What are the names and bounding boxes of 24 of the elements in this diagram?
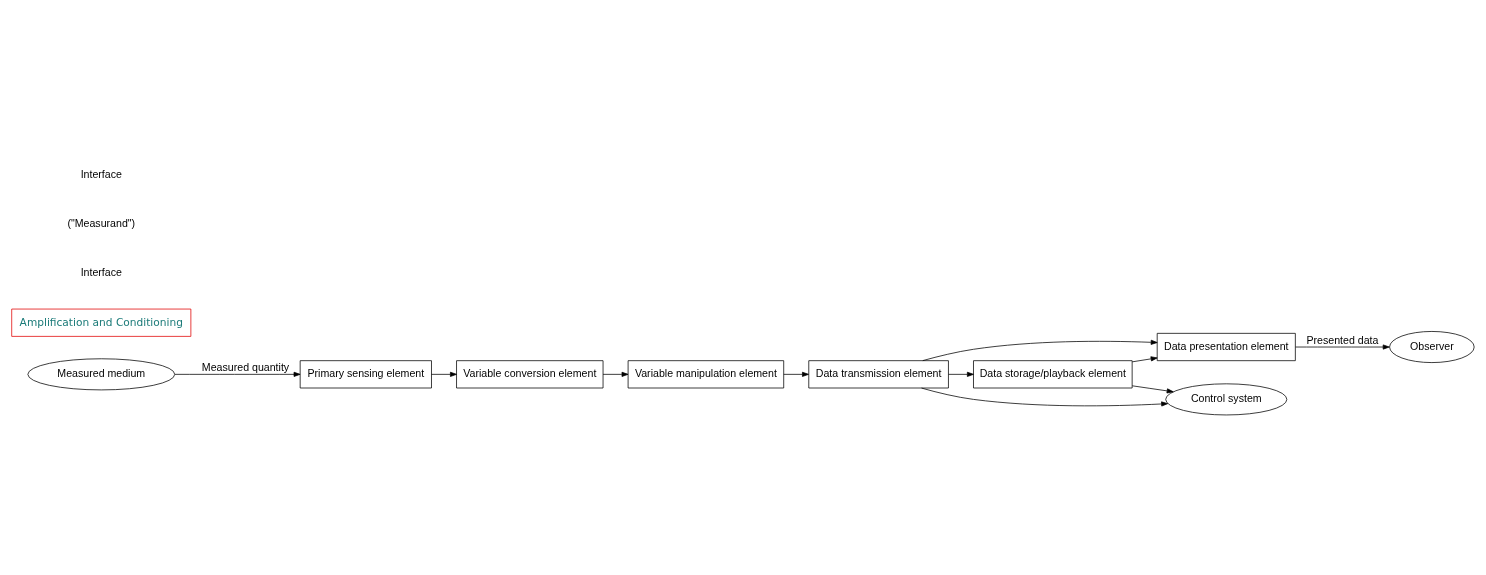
label: Interface <box>80 167 122 180</box>
arrow <box>1131 355 1158 362</box>
label: ("Measurand") <box>67 216 136 229</box>
arrow <box>1131 384 1174 393</box>
label: Interface <box>80 265 122 278</box>
edge-label: Presented data <box>1306 333 1379 346</box>
arrow <box>431 371 457 377</box>
node-box: Amplification and Conditioning <box>11 308 192 337</box>
arrow <box>922 339 1158 361</box>
node-box: Data storage/playback element <box>973 359 1133 388</box>
node-ellipse: Observer <box>1389 330 1475 363</box>
arrow <box>948 371 974 377</box>
edge-label: Measured quantity <box>201 360 290 373</box>
arrow <box>783 371 809 377</box>
arrow <box>1295 344 1390 349</box>
node-box: Primary sensing element <box>299 359 432 388</box>
node-box: Variable conversion element <box>456 359 604 388</box>
node-box: Data presentation element <box>1156 332 1296 361</box>
arrow <box>174 371 301 377</box>
arrow <box>602 371 629 377</box>
arrow <box>921 387 1169 406</box>
node-box: Data transmission element <box>808 359 949 388</box>
node-box: Variable manipulation element <box>627 359 785 388</box>
node-ellipse: Measured medium <box>27 357 176 390</box>
